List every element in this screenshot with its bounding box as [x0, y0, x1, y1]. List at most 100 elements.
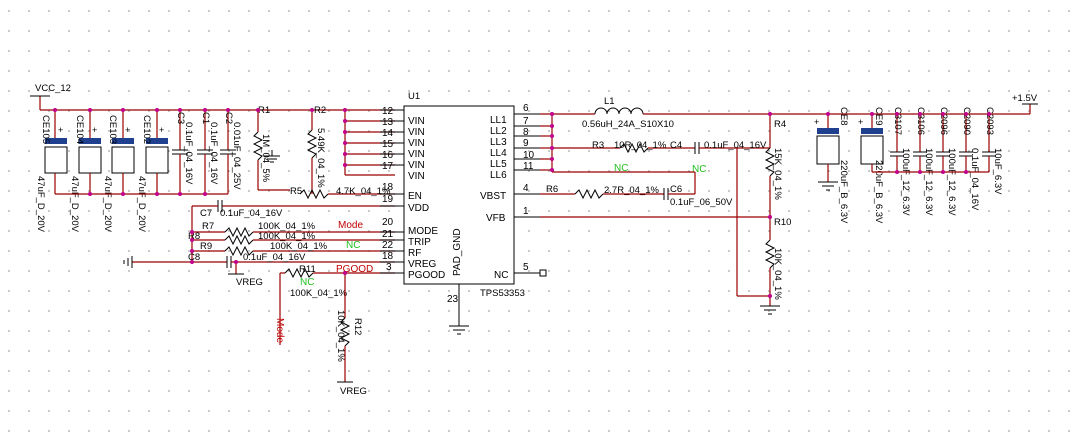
svg-text:C2090: C2090: [961, 107, 972, 135]
svg-text:C4: C4: [670, 140, 682, 151]
cap-ce9[interactable]: + CE9 220uF_B_6.3V: [858, 107, 884, 224]
svg-text:EN: EN: [408, 191, 422, 202]
bootstrap: R6 2.7R_04_1% C6 0.1uF_06_50V: [540, 171, 733, 208]
cap-ce103[interactable]: + CE103 47uF_D_20V: [102, 110, 135, 233]
svg-text:RF: RF: [408, 248, 421, 259]
svg-text:6: 6: [523, 103, 529, 114]
ic-bottom-pin: 23 PAD_GND: [447, 228, 469, 335]
cap-c8[interactable]: C8 0.1uF_04_16V: [132, 252, 395, 268]
svg-text:R9: R9: [200, 241, 212, 252]
svg-text:7: 7: [523, 116, 529, 127]
svg-text:18: 18: [382, 251, 394, 262]
svg-text:VIN: VIN: [408, 138, 425, 149]
svg-text:C2093: C2093: [984, 107, 995, 135]
svg-text:+: +: [814, 117, 819, 127]
cap-c2093[interactable]: C2093 10uF_6.3V: [982, 107, 1003, 195]
svg-text:C2: C2: [223, 112, 234, 124]
input-electrolytic-caps: + CE105 47uF_D_20V + CE104 47uF_D_20V + …: [35, 110, 169, 233]
resistor-r4[interactable]: R4 15K_04_1%: [764, 114, 786, 217]
svg-text:4: 4: [523, 183, 529, 194]
svg-text:R4: R4: [774, 119, 786, 130]
svg-text:14: 14: [382, 128, 394, 139]
svg-text:47uF_D_20V: 47uF_D_20V: [69, 176, 80, 233]
svg-text:R2: R2: [314, 105, 326, 116]
svg-text:C8: C8: [188, 252, 200, 263]
cap-ce102[interactable]: + CE102 47uF_D_20V: [136, 110, 169, 233]
cap-c2096[interactable]: C2096 100uF_12_6.3V: [936, 107, 957, 216]
svg-text:C3107: C3107: [892, 107, 903, 135]
svg-text:100uF_12_6.3V: 100uF_12_6.3V: [946, 148, 957, 216]
resistor-r11[interactable]: R11 100K_04_1% NC PGOOD Mode: [274, 264, 395, 345]
svg-text:0.1uF_04_16V: 0.1uF_04_16V: [243, 252, 306, 263]
svg-text:VDD: VDD: [408, 203, 429, 214]
svg-text:100K_04_1%: 100K_04_1%: [258, 231, 316, 242]
cap-c1[interactable]: C1 0.1uF_04_16V: [197, 110, 219, 194]
svg-text:18: 18: [382, 182, 394, 193]
cap-c2090[interactable]: C2090 0.1uF_04_16V: [959, 107, 980, 211]
svg-text:C6: C6: [670, 184, 682, 195]
svg-text:22: 22: [382, 240, 394, 251]
resistor-r9[interactable]: R9 100K_04_1% NC: [192, 240, 395, 257]
svg-text:VIN: VIN: [408, 171, 425, 182]
svg-text:Mode: Mode: [338, 220, 363, 231]
cap-c3[interactable]: C3 0.1uF_04_16V: [172, 110, 194, 194]
svg-text:220uF_B_6.3V: 220uF_B_6.3V: [838, 160, 849, 224]
feedback-divider: R4 15K_04_1% R10 10K_04_1%: [540, 114, 791, 315]
svg-text:4.7K_04_1%: 4.7K_04_1%: [336, 186, 391, 197]
cap-c6[interactable]: C6 0.1uF_06_50V: [552, 171, 733, 208]
cap-ce8[interactable]: + CE8 220uF_B_6.3V: [814, 107, 849, 224]
svg-text:CE105: CE105: [40, 115, 51, 144]
svg-text:47uF_D_20V: 47uF_D_20V: [102, 176, 113, 233]
svg-text:LL6: LL6: [490, 170, 507, 181]
svg-text:VIN: VIN: [408, 149, 425, 160]
svg-text:10K_04_1%: 10K_04_1%: [772, 248, 783, 300]
svg-text:1: 1: [523, 206, 529, 217]
svg-text:5: 5: [523, 262, 529, 273]
ground-symbol-c8: [123, 256, 133, 268]
svg-text:R8: R8: [188, 231, 200, 242]
svg-text:R10: R10: [774, 217, 791, 228]
resistor-r8[interactable]: R8 100K_04_1%: [188, 231, 395, 246]
svg-text:CE102: CE102: [141, 115, 152, 144]
en-divider: R1 1M_04_5% R2 5.49K_04_1% R5 4.7K_04_1%: [252, 105, 395, 200]
resistor-r10[interactable]: R10 10K_04_1%: [764, 217, 791, 306]
svg-text:16: 16: [382, 150, 394, 161]
resistor-r6[interactable]: R6 2.7R_04_1%: [540, 184, 664, 200]
svg-text:+: +: [92, 125, 97, 135]
cap-c2[interactable]: C2 0.01uF_04_25V: [220, 110, 242, 194]
svg-text:VREG: VREG: [408, 259, 437, 270]
resistor-r1[interactable]: R1 1M_04_5%: [252, 105, 271, 190]
svg-text:15K_04_1%: 15K_04_1%: [772, 148, 783, 200]
resistor-r2[interactable]: R2 5.49K_04_1%: [306, 105, 326, 194]
svg-text:NC: NC: [494, 270, 508, 281]
svg-text:+: +: [125, 125, 130, 135]
svg-text:12: 12: [382, 106, 394, 117]
cap-c3107[interactable]: C3107 100uF_12_6.3V: [890, 107, 911, 216]
svg-text:10R_04_1%: 10R_04_1%: [614, 140, 667, 151]
svg-text:8: 8: [523, 127, 529, 138]
svg-text:2.7R_04_1%: 2.7R_04_1%: [604, 185, 659, 196]
svg-text:C7: C7: [200, 208, 212, 219]
svg-text:0.1uF_04_16V: 0.1uF_04_16V: [220, 208, 283, 219]
svg-text:VIN: VIN: [408, 160, 425, 171]
svg-text:PAD_GND: PAD_GND: [452, 228, 463, 276]
svg-text:C1: C1: [200, 112, 211, 124]
cap-c4[interactable]: C4 0.1uF_04_16V NC: [670, 140, 770, 175]
cap-c3106[interactable]: C3106 100uF_12_6.3V: [913, 107, 934, 216]
svg-text:3: 3: [386, 262, 392, 273]
svg-text:PGOOD: PGOOD: [336, 264, 373, 275]
cap-ce104[interactable]: + CE104 47uF_D_20V: [69, 110, 102, 233]
svg-text:+: +: [58, 125, 63, 135]
svg-text:R12: R12: [352, 318, 363, 335]
resistor-r3[interactable]: R3 10R_04_1% NC: [552, 140, 695, 174]
svg-text:R3: R3: [592, 140, 604, 151]
resistor-r12[interactable]: VREG R12 10K_04_1%: [335, 273, 367, 397]
svg-text:NC: NC: [692, 164, 706, 175]
resistor-r7[interactable]: R7 100K_04_1% Mode: [192, 220, 395, 238]
cap-ce105[interactable]: + CE105 47uF_D_20V: [35, 110, 68, 233]
svg-text:21: 21: [382, 229, 394, 240]
resistor-r5[interactable]: R5 4.7K_04_1%: [290, 186, 395, 200]
svg-text:CE103: CE103: [107, 115, 118, 144]
